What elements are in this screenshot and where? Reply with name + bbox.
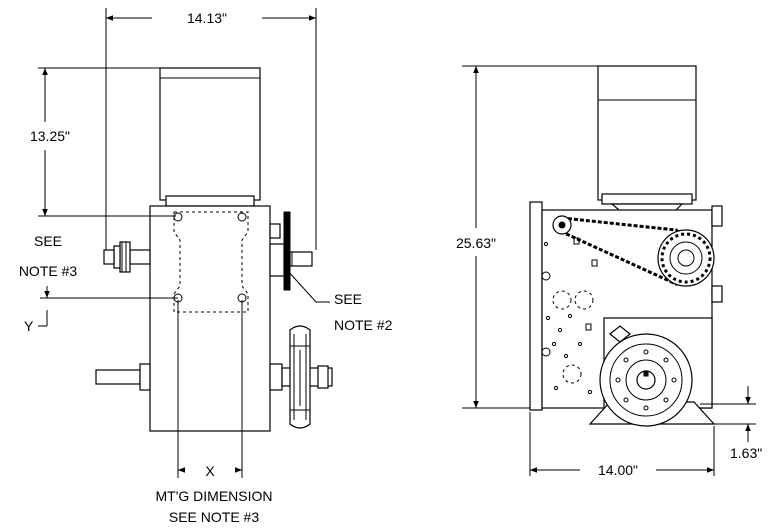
right-side-bracket <box>529 201 543 411</box>
right-view: 25.63" 14.00" 1.63" <box>456 65 762 478</box>
see-note-2-line2: NOTE #2 <box>334 317 393 333</box>
frame-holes <box>541 237 598 395</box>
note-2-leader <box>286 269 330 303</box>
dim-width-top-label: 14.13" <box>187 10 227 26</box>
dim-x <box>177 300 243 478</box>
see-note-3-line2: NOTE #3 <box>19 263 78 279</box>
left-disc-assembly <box>269 325 333 429</box>
dim-height-right-label: 25.63" <box>456 235 496 251</box>
right-output-flange <box>599 333 693 427</box>
mtg-dimension-line2: SEE NOTE #3 <box>169 509 259 525</box>
dim-x-label: X <box>205 463 215 479</box>
dim-height-right <box>462 65 598 409</box>
left-sprocket <box>269 211 313 291</box>
large-sprocket <box>657 229 715 287</box>
dim-y <box>38 286 178 327</box>
mtg-dimension-line1: MT'G DIMENSION <box>155 488 272 504</box>
dim-width-bottom-label: 14.00" <box>598 462 638 478</box>
see-note-3-line1: SEE <box>34 233 62 249</box>
right-motor <box>597 65 697 201</box>
dim-height-left <box>38 67 176 217</box>
left-motor <box>159 67 261 201</box>
left-gearbox-body <box>149 205 271 432</box>
left-view: 14.13" 13.25" SEE NOTE #3 Y SEE NOTE #2 <box>19 8 393 525</box>
left-shaft-coupling <box>103 241 151 273</box>
left-motor-flange <box>165 195 255 207</box>
dim-height-left-label: 13.25" <box>30 128 70 144</box>
dim-y-label: Y <box>24 318 34 334</box>
dim-offset-right <box>700 386 756 442</box>
dim-width-top <box>105 8 317 250</box>
dim-width-bottom <box>529 412 715 476</box>
see-note-2-line1: SEE <box>334 291 362 307</box>
left-input-shaft <box>95 363 151 391</box>
dim-offset-right-label: 1.63" <box>730 445 762 461</box>
